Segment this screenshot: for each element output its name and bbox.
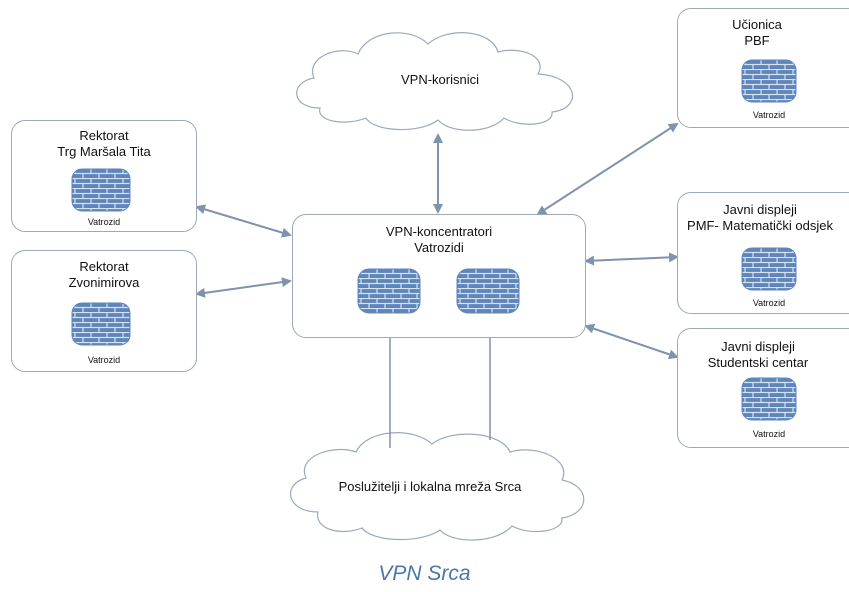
node-title-line1: Javni displeji: [721, 339, 795, 354]
node-title-line2: Studentski centar: [707, 355, 809, 370]
vpn-users-cloud-icon: [296, 32, 574, 131]
firewall-icon: [456, 268, 520, 314]
node-studentski-centar: Javni displeji Studentski centar Vatrozi…: [677, 328, 849, 448]
node-title-line2: PMF- Matematički odsjek: [687, 218, 833, 233]
vpn-users-label: VPN-korisnici: [400, 72, 479, 87]
node-rektorat-trg: Rektorat Trg Maršala Tita Vatrozid: [11, 120, 197, 232]
center-title-line2: Vatrozidi: [414, 240, 464, 255]
firewall-icon: [71, 302, 131, 346]
double-arrow-icon: [195, 204, 292, 238]
firewall-icon: [741, 59, 797, 103]
firewall-icon: [357, 268, 421, 314]
vpn-concentrators-box: VPN-koncentratori Vatrozidi: [292, 214, 586, 338]
firewall-label: Vatrozid: [87, 355, 121, 365]
double-arrow-icon: [584, 323, 679, 360]
node-title-line2: Trg Maršala Tita: [57, 144, 151, 159]
firewall-label: Vatrozid: [752, 110, 786, 120]
node-title-line1: Rektorat: [79, 259, 129, 274]
node-title-line2: PBF: [744, 33, 770, 48]
node-title-line2: Zvonimirova: [68, 275, 140, 290]
diagram-caption: VPN Srca: [378, 562, 471, 585]
node-rektorat-zvonimirova: Rektorat Zvonimirova Vatrozid: [11, 250, 197, 372]
node-title-line1: Učionica: [732, 17, 782, 32]
servers-cloud-icon: [290, 432, 585, 541]
node-title-line1: Javni displeji: [723, 202, 797, 217]
firewall-icon: [741, 247, 797, 291]
node-pmf: Javni displeji PMF- Matematički odsjek V…: [677, 192, 849, 314]
firewall-label: Vatrozid: [87, 217, 121, 227]
servers-label: Poslužitelji i lokalna mreža Srca: [338, 479, 522, 494]
double-arrow-icon: [584, 252, 679, 266]
center-title-line1: VPN-koncentratori: [385, 224, 493, 239]
firewall-icon: [741, 377, 797, 421]
firewall-icon: [71, 168, 131, 212]
firewall-label: Vatrozid: [752, 298, 786, 308]
firewall-label: Vatrozid: [752, 429, 786, 439]
node-ucionica-pbf: Učionica PBF Vatrozid: [677, 8, 849, 128]
double-arrow-icon: [195, 277, 292, 298]
node-title-line1: Rektorat: [79, 128, 129, 143]
double-arrow-icon: [536, 122, 679, 216]
